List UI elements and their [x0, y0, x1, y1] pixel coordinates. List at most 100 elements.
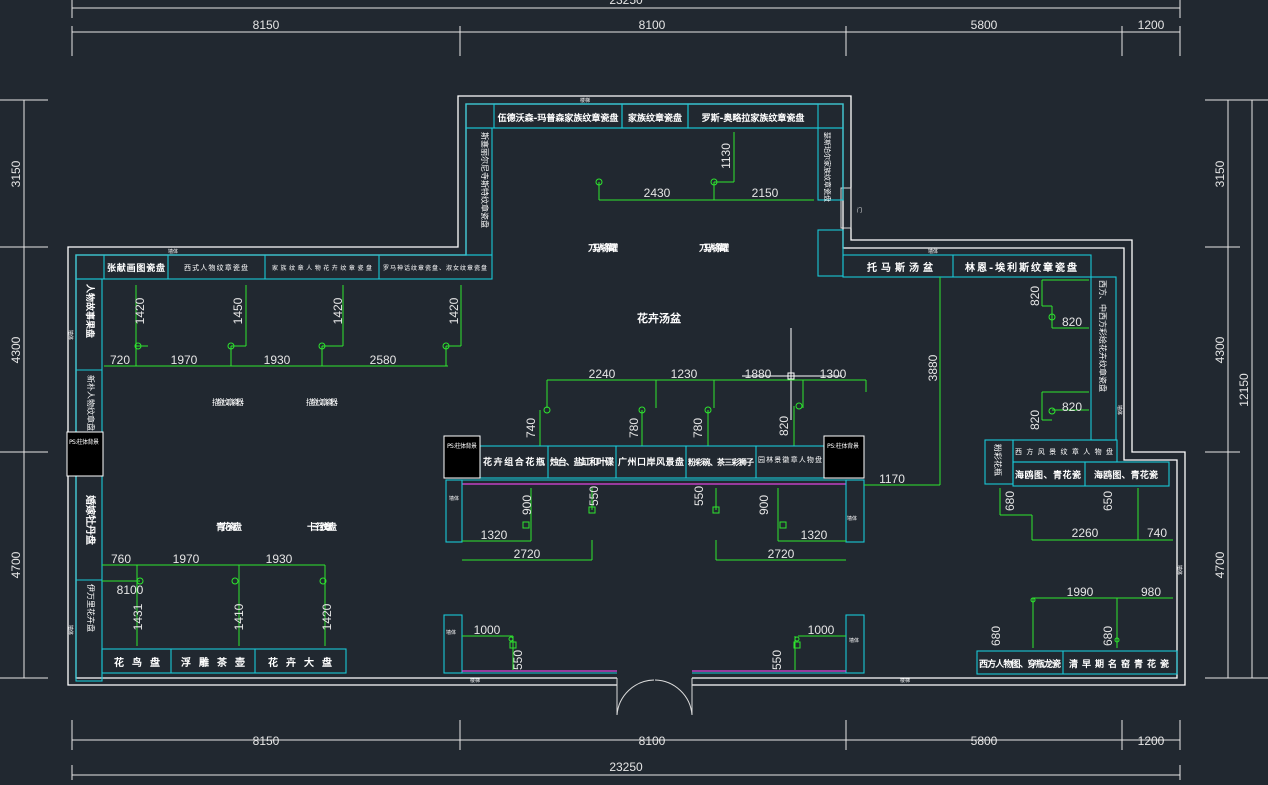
center-dim-900a: 900	[520, 495, 534, 515]
dim-bottom-4: 1200	[1138, 734, 1165, 748]
east-wall-label-2: 墙体	[1116, 405, 1123, 415]
east-cases	[842, 254, 1178, 675]
west-dim-720: 720	[110, 353, 130, 367]
west-left-case-4: 伊万里花卉盘	[86, 584, 96, 632]
west-top-case-4: 罗马神话纹章瓷盘、淑女纹章瓷盘	[383, 264, 487, 272]
center-wall-right: 墙体	[847, 515, 857, 522]
center-dim-2240: 2240	[589, 367, 616, 381]
entry-dim-550b: 550	[770, 650, 784, 670]
east-dims	[864, 277, 1173, 648]
east-dim-820c: 820	[1028, 410, 1042, 430]
east-mid-case-2: 西方风景纹章人物盘	[1015, 447, 1113, 456]
center-case-1: 花卉组合花瓶	[483, 456, 545, 468]
dim-bottom-2: 8100	[639, 734, 666, 748]
west-dim-1930a: 1930	[264, 353, 291, 367]
center-dim-550b: 550	[692, 486, 706, 506]
north-case-2: 家族纹章瓷盘	[628, 112, 682, 124]
east-mid-case-3: 海鸥图、青花瓷	[1015, 469, 1081, 481]
west-top-case-3: 家族纹章人物花卉纹章瓷盘	[272, 264, 372, 272]
east-wall-label-1: 墙体	[928, 248, 938, 255]
dim-bottom-3: 5800	[971, 734, 998, 748]
center-ps-right	[823, 435, 865, 479]
center-case-3: 广州口岸风景盘	[618, 456, 684, 468]
north-case-1: 伍德沃森-玛普森家族纹章瓷盘	[497, 112, 619, 124]
center-dim-780b: 780	[691, 418, 705, 438]
dim-right-overall: 12150	[1237, 373, 1251, 407]
crosshair-cursor	[742, 328, 842, 420]
east-top-case-1: 托马斯汤盆	[867, 261, 934, 274]
north-dim-2430: 2430	[644, 186, 671, 200]
west-ps	[66, 431, 104, 477]
west-dim-8100: 8100	[117, 583, 144, 597]
east-top-case-2: 林恩-埃利斯纹章瓷盘	[965, 261, 1077, 274]
bottom-wall-label-left: 楼梯	[470, 677, 480, 684]
west-bottom-case-1: 花鸟盘	[114, 656, 160, 669]
east-dim-3880: 3880	[926, 354, 940, 381]
center-dim-1320b: 1320	[801, 528, 828, 542]
east-dim-1990: 1990	[1067, 585, 1094, 599]
west-label-3: 青花瓷盘	[216, 521, 242, 533]
dim-left-3: 4700	[9, 551, 23, 578]
north-left-case-text: 斯塞丽尔尼寺斯特纹章瓷盘	[480, 132, 490, 228]
east-dim-650: 650	[1101, 491, 1115, 511]
west-upper-dims	[104, 285, 462, 367]
west-bottom-case-2: 浮雕茶壶	[181, 656, 245, 669]
west-top-case-2: 西式人物纹章瓷盘	[184, 263, 248, 272]
entry-dim-550a: 550	[511, 650, 525, 670]
center-dim-740: 740	[524, 418, 538, 438]
west-wall-label-2: 墙体	[67, 330, 74, 340]
east-dim-820b: 820	[1062, 315, 1082, 329]
dim-bottom-1: 8150	[253, 734, 280, 748]
west-ps-text: PS:柱体背景	[69, 438, 99, 446]
center-dim-2720b: 2720	[768, 547, 795, 561]
west-dim-1970a: 1970	[171, 353, 198, 367]
east-dim-740: 740	[1147, 526, 1167, 540]
north-left-case-label: 斯塞丽尔尼寺斯特纹章瓷盘	[480, 132, 490, 228]
center-ps-right-text: PS:柱体背景	[827, 442, 859, 450]
east-bottom-case-1: 西方人物图、穿瓶龙瓷	[979, 658, 1061, 670]
west-dim-1420b: 1420	[331, 297, 345, 324]
dim-top-1: 8150	[253, 18, 280, 32]
center-dim-1230: 1230	[671, 367, 698, 381]
center-label: 花卉汤盆	[637, 311, 682, 325]
dim-right-2: 4300	[1213, 336, 1227, 363]
west-dim-1970b: 1970	[173, 552, 200, 566]
east-dim-680b: 680	[989, 626, 1003, 646]
east-dim-980: 980	[1141, 585, 1161, 599]
center-dim-1320a: 1320	[481, 528, 508, 542]
center-ps-left	[443, 435, 481, 479]
east-dim-680c: 680	[1101, 626, 1115, 646]
center-dim-550a: 550	[587, 486, 601, 506]
entry-wall-right: 墙体	[849, 637, 859, 644]
east-dim-1170: 1170	[879, 472, 905, 486]
center-case-2: 烛台、盐缸和叶碟	[550, 456, 614, 468]
west-dim-1410: 1410	[232, 603, 246, 630]
north-label-1: 刀马人将军罐	[588, 242, 618, 254]
center-dim-1880: 1880	[745, 367, 772, 381]
west-wall-label-3: 墙体	[67, 625, 74, 635]
west-left-case-2: 新朴人物纹章盘	[86, 375, 96, 431]
east-dim-2260: 2260	[1072, 526, 1099, 540]
east-mid-case-4: 海鸥图、青花瓷	[1094, 469, 1158, 481]
east-wall-label-3: 墙体	[1176, 565, 1183, 575]
dim-right-3: 4700	[1213, 551, 1227, 578]
north-exit-label: 门	[857, 207, 862, 214]
dim-right-1: 3150	[1213, 160, 1227, 187]
west-dim-760: 760	[111, 552, 131, 566]
dim-overall-top: 23250	[609, 0, 643, 7]
west-label-4: 十三行纹章盘	[307, 521, 337, 533]
center-dim-820: 820	[777, 416, 791, 436]
east-dim-820d: 820	[1062, 400, 1082, 414]
north-dim-2150: 2150	[752, 186, 779, 200]
center-lower-dims	[462, 488, 846, 561]
entry-dim-1000a: 1000	[474, 623, 501, 637]
west-lower-dims	[102, 564, 327, 646]
entry-dim-1000b: 1000	[808, 623, 835, 637]
dim-top-4: 1200	[1138, 18, 1165, 32]
west-dim-1420d: 1420	[320, 603, 334, 630]
north-dim-1130: 1130	[719, 143, 733, 169]
north-label-2: 刀马人将军罐	[699, 242, 729, 254]
dim-overall-bottom: 23250	[609, 760, 643, 774]
west-left-case-1: 人物故事果盘	[84, 283, 96, 338]
